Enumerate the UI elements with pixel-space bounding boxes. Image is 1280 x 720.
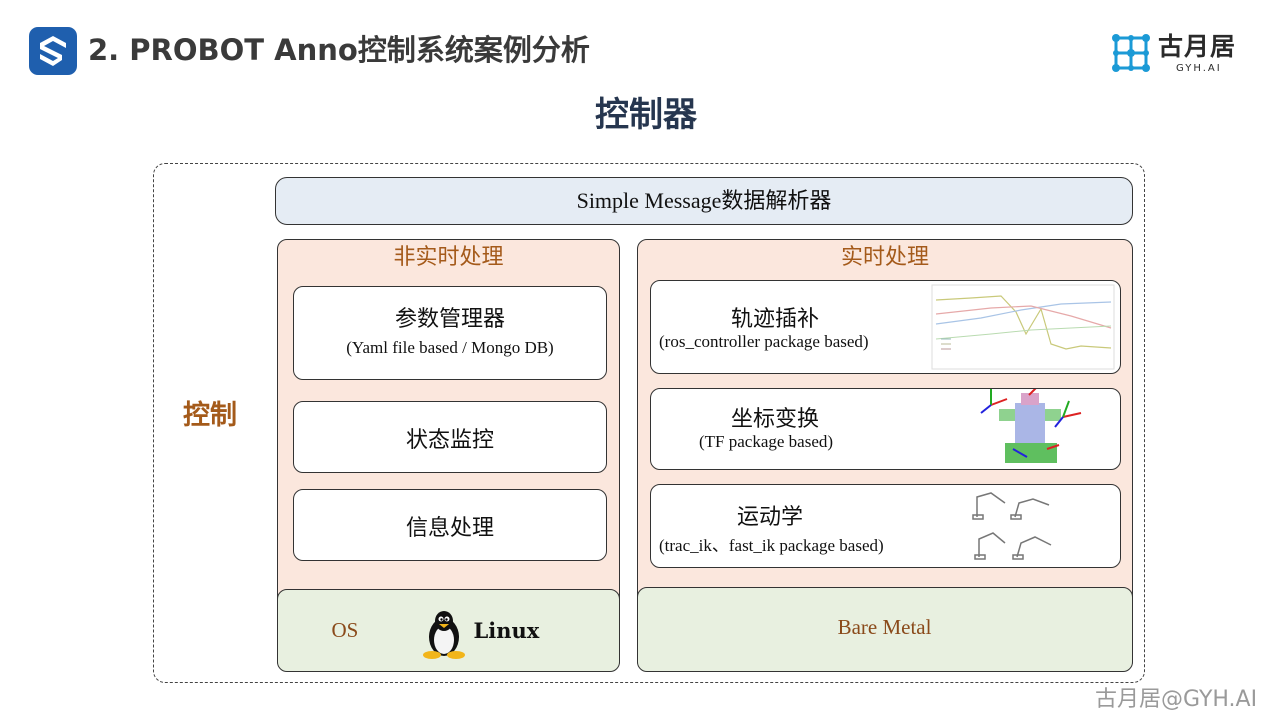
card-subtitle: (ros_controller package based) [659, 332, 869, 351]
robot-arms-icon [972, 492, 1052, 560]
realtime-panel: 实时处理 轨迹插补 (ros_controller package based)… [636, 239, 1133, 672]
simple-message-parser-bar: Simple Message数据解析器 [275, 177, 1133, 225]
card-title: 坐标变换 [731, 407, 820, 432]
card-title: 运动学 [737, 505, 804, 530]
card-title: 信息处理 [405, 516, 494, 541]
linux-label: Linux [473, 618, 540, 643]
card-title: 状态监控 [405, 428, 494, 453]
brand-name-cn: 古月居 [1158, 32, 1237, 61]
brand-logo [1108, 30, 1253, 78]
info-processing-card: 信息处理 [293, 489, 607, 561]
realtime-title: 实时处理 [840, 245, 929, 270]
card-subtitle: (Yaml file based / Mongo DB) [346, 338, 554, 357]
card-subtitle: (trac_ik、fast_ik package based) [659, 536, 884, 555]
robot-frames-icon [980, 389, 1082, 463]
main-title: 控制器 [595, 95, 697, 135]
non-realtime-panel: 非实时处理 参数管理器 (Yaml file based / Mongo DB)… [276, 239, 620, 672]
page-header-title: 2. PROBOT Anno控制系统案例分析 [88, 33, 590, 67]
card-subtitle: (TF package based) [699, 432, 834, 451]
control-side-label: 控制 [183, 400, 237, 431]
tf-card: 坐标变换 (TF package based) [650, 388, 1121, 470]
trajectory-plot-icon [931, 284, 1115, 370]
param-manager-card: 参数管理器 (Yaml file based / Mongo DB) [293, 286, 607, 380]
tux-penguin-icon [422, 611, 465, 659]
watermark: 古月居@GYH.AI [1095, 687, 1258, 712]
os-linux-box: OS Linux [276, 589, 620, 672]
kinematics-card: 运动学 (trac_ik、fast_ik package based) [650, 484, 1121, 568]
card-title: 轨迹插补 [731, 307, 820, 332]
s-logo-icon [29, 27, 77, 75]
controller-boundary [153, 163, 1145, 683]
gyh-network-icon [1112, 34, 1150, 72]
trajectory-card: 轨迹插补 (ros_controller package based) [650, 280, 1121, 374]
bare-metal-label: Bare Metal [837, 615, 932, 639]
bare-metal-box: Bare Metal [636, 587, 1133, 672]
brand-name-en: GYH.AI [1176, 63, 1222, 74]
card-title: 参数管理器 [394, 307, 505, 332]
status-monitor-card: 状态监控 [293, 401, 607, 473]
non-realtime-title: 非实时处理 [393, 245, 504, 270]
os-label: OS [331, 618, 359, 642]
